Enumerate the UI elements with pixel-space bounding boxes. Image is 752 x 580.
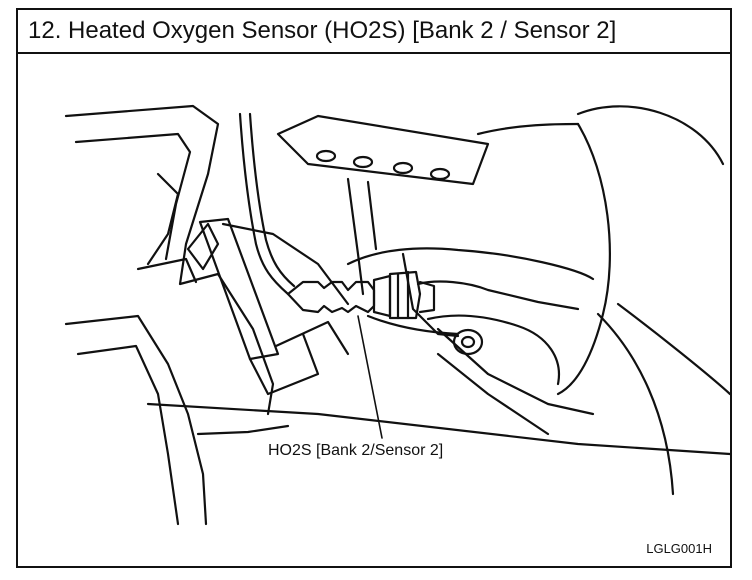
callout-leader xyxy=(357,315,383,439)
mount-plate xyxy=(276,114,490,296)
sensor-callout-label: HO2S [Bank 2/Sensor 2] xyxy=(268,442,444,459)
figure-frame: 12. Heated Oxygen Sensor (HO2S) [Bank 2 … xyxy=(16,8,732,568)
floor-line xyxy=(146,402,730,456)
exhaust-pipe xyxy=(346,247,595,436)
converter-body xyxy=(476,105,730,496)
heat-shield xyxy=(198,217,350,396)
oxygen-sensor xyxy=(286,270,436,320)
figure-code: LGLG001H xyxy=(646,541,712,556)
exhaust-illustration xyxy=(64,104,730,526)
figure-title: 12. Heated Oxygen Sensor (HO2S) [Bank 2 … xyxy=(18,10,730,54)
chassis-frame xyxy=(64,104,275,526)
